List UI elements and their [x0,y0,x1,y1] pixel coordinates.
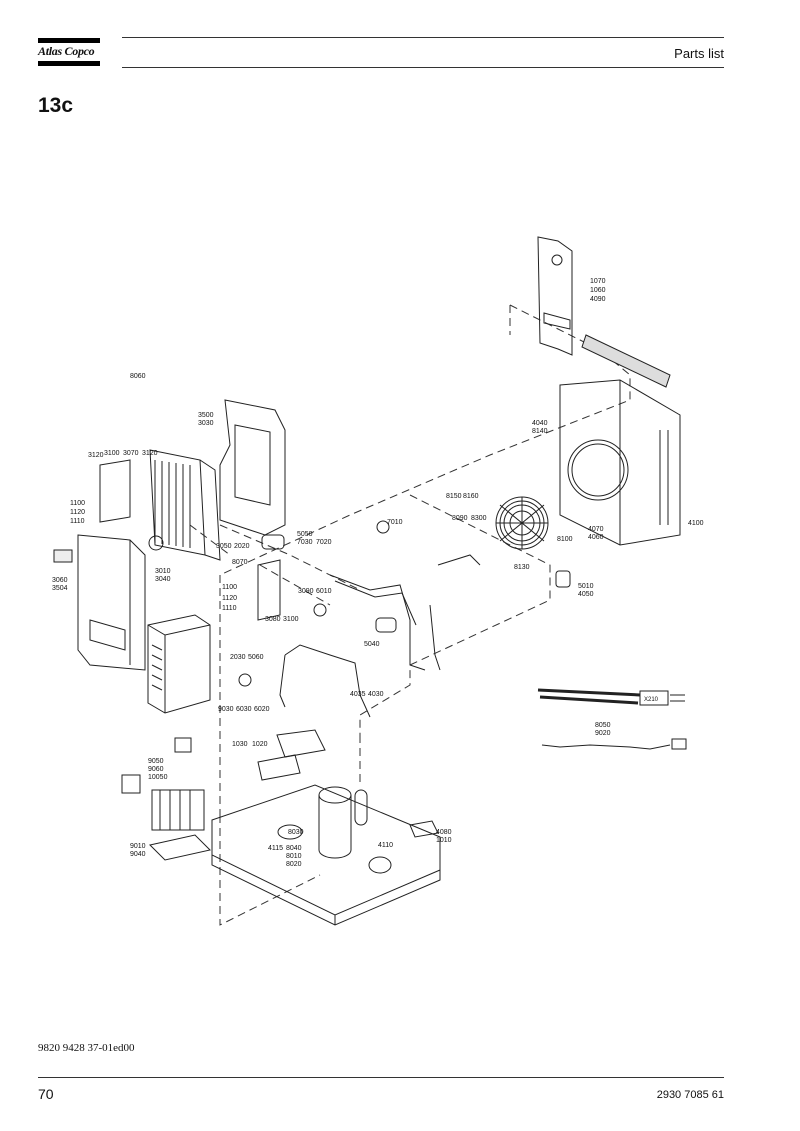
callout-1110a: 1110 [70,518,85,525]
callout-3040: 3040 [155,576,171,583]
callout-3504: 3504 [52,585,68,592]
callout-4030: 4030 [368,691,384,698]
callout-8100: 8100 [557,536,573,543]
callout-9030: 9030 [218,706,234,713]
callout-1030: 1030 [232,741,248,748]
callout-5060: 5060 [248,654,264,661]
part-number: 2930 7085 61 [656,1089,724,1101]
callout-1070: 1070 [590,278,606,285]
callout-4040: 4040 [532,420,548,427]
callout-9060: 9060 [148,766,164,773]
logo-bar-top [38,38,100,43]
callout-2030: 2030 [230,654,246,661]
callout-1060: 1060 [590,287,606,294]
callout-4115: 4115 [268,845,283,852]
callout-3100b: 3100 [283,616,299,623]
callout-x210: X210 [644,697,659,703]
callout-labels: 1070 1060 4090 8060 3500 3030 4040 8140 … [52,278,704,868]
callout-8090: 8090 [452,515,468,522]
callout-3010: 3010 [155,568,171,575]
header-rule-bottom [122,67,724,68]
logo-text: Atlas Copco [38,44,95,58]
section-heading: 13c [38,94,74,117]
callout-4035: 4035 [350,691,366,698]
callout-4070: 4070 [588,526,604,533]
document-code: 9820 9428 37-01ed00 [38,1042,135,1054]
callout-4050: 4050 [578,591,594,598]
exploded-parts-diagram: 1070 1060 4090 8060 3500 3030 4040 8140 … [52,236,704,926]
callout-4110: 4110 [378,842,393,849]
callout-2020: 2020 [234,543,250,550]
callout-3500: 3500 [198,412,214,419]
callout-5010: 5010 [578,583,594,590]
callout-9050: 9050 [148,758,164,765]
callout-3100a: 3100 [104,450,120,457]
atlas-copco-logo: Atlas Copco [38,38,100,66]
callout-1120a: 1120 [70,509,85,516]
callout-3090: 3090 [298,588,314,595]
callout-8130: 8130 [514,564,530,571]
diagram-lines [53,236,687,926]
callout-3080: 3080 [265,616,281,623]
page-number: 70 [38,1086,54,1102]
callout-8020: 8020 [286,861,302,868]
callout-1100a: 1100 [70,500,85,507]
callout-8030: 8030 [288,829,304,836]
callout-3120a: 3120 [88,452,104,459]
callout-6010: 6010 [316,588,332,595]
header-rule-top [122,37,724,38]
callout-8040: 8040 [286,845,302,852]
callout-7010: 7010 [387,519,403,526]
callout-8050: 8050 [595,722,611,729]
callout-9020: 9020 [595,730,611,737]
callout-1100b: 1100 [222,584,237,591]
callout-6020: 6020 [254,706,270,713]
callout-8060: 8060 [130,373,146,380]
callout-5040: 5040 [364,641,380,648]
callout-3060: 3060 [52,577,68,584]
callout-3070: 3070 [123,450,139,457]
callout-5050: 5050 [297,531,313,538]
callout-7020: 7020 [316,539,332,546]
header-title: Parts list [674,46,724,61]
callout-4100: 4100 [688,520,704,527]
callout-3120b: 3120 [142,450,158,457]
callout-8010: 8010 [286,853,302,860]
logo-bar-bottom [38,61,100,66]
callout-6030: 6030 [236,706,252,713]
callout-8070: 8070 [232,559,248,566]
callout-1120b: 1120 [222,595,237,602]
callout-4060: 4060 [588,534,604,541]
callout-8140: 8140 [532,428,548,435]
callout-10050: 10050 [148,774,168,781]
callout-9040: 9040 [130,851,146,858]
callout-8160: 8160 [463,493,479,500]
callout-8300: 8300 [471,515,487,522]
callout-7030: 7030 [297,539,313,546]
callout-3050: 3050 [216,543,232,550]
callout-1020: 1020 [252,741,268,748]
callout-8150: 8150 [446,493,462,500]
footer-rule [38,1077,724,1078]
callout-1010: 1010 [436,837,452,844]
callout-9010: 9010 [130,843,146,850]
callout-3030: 3030 [198,420,214,427]
callout-4090: 4090 [590,296,606,303]
callout-4080: 4080 [436,829,452,836]
callout-1110b: 1110 [222,605,237,612]
